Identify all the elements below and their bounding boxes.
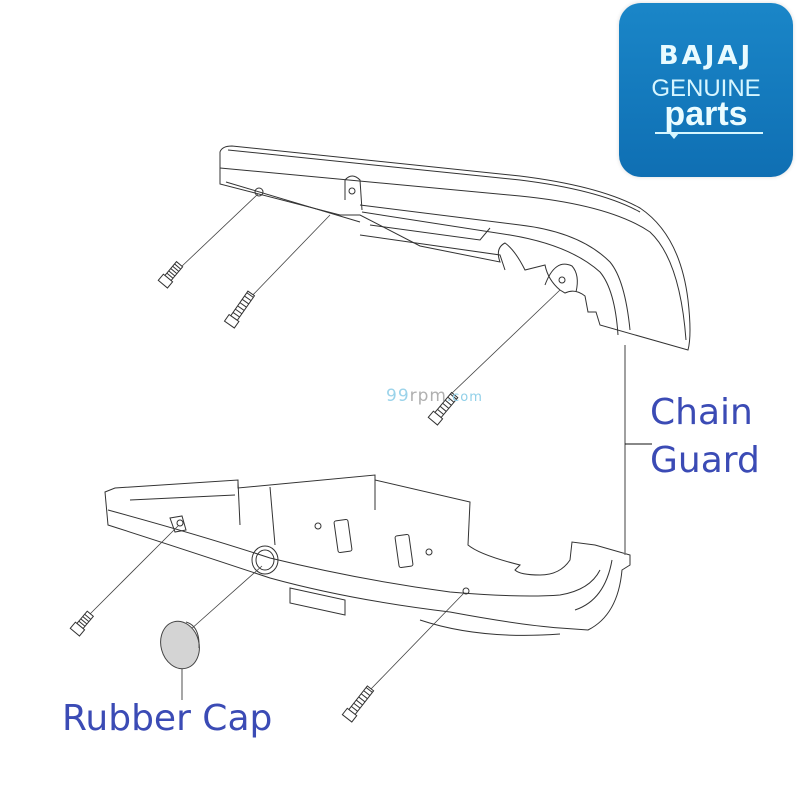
logo-arrow-icon — [669, 133, 679, 139]
logo-brand: BAJAJ — [658, 41, 754, 71]
chain-guard-label-line2: Guard — [650, 439, 760, 481]
watermark-suffix: .com — [446, 390, 483, 405]
rubber-cap-label: Rubber Cap — [62, 698, 273, 739]
chain-guard-label-line1: Chain — [650, 392, 753, 433]
bolt-leader-lines — [89, 193, 561, 700]
logo-underline — [655, 132, 763, 134]
bolt — [223, 290, 256, 329]
logo-genuine: GENUINE — [651, 75, 761, 102]
bolt — [341, 685, 375, 723]
rubber-cap-part — [160, 620, 200, 670]
chain-guard-upper-part — [219, 145, 691, 351]
chain-guard-lower-part — [104, 474, 631, 636]
logo-parts: parts — [664, 95, 748, 133]
bolt — [69, 610, 95, 637]
chain-guard-leader-line — [624, 345, 652, 555]
bajaj-genuine-parts-logo: BAJAJ GENUINE parts — [619, 3, 793, 177]
bolt — [427, 391, 459, 426]
bolt — [157, 260, 184, 289]
watermark: 99rpm.com — [386, 386, 483, 406]
watermark-prefix: 99 — [386, 386, 410, 406]
watermark-main: rpm — [409, 386, 447, 406]
chain-guard-label: Chain Guard — [650, 393, 760, 480]
